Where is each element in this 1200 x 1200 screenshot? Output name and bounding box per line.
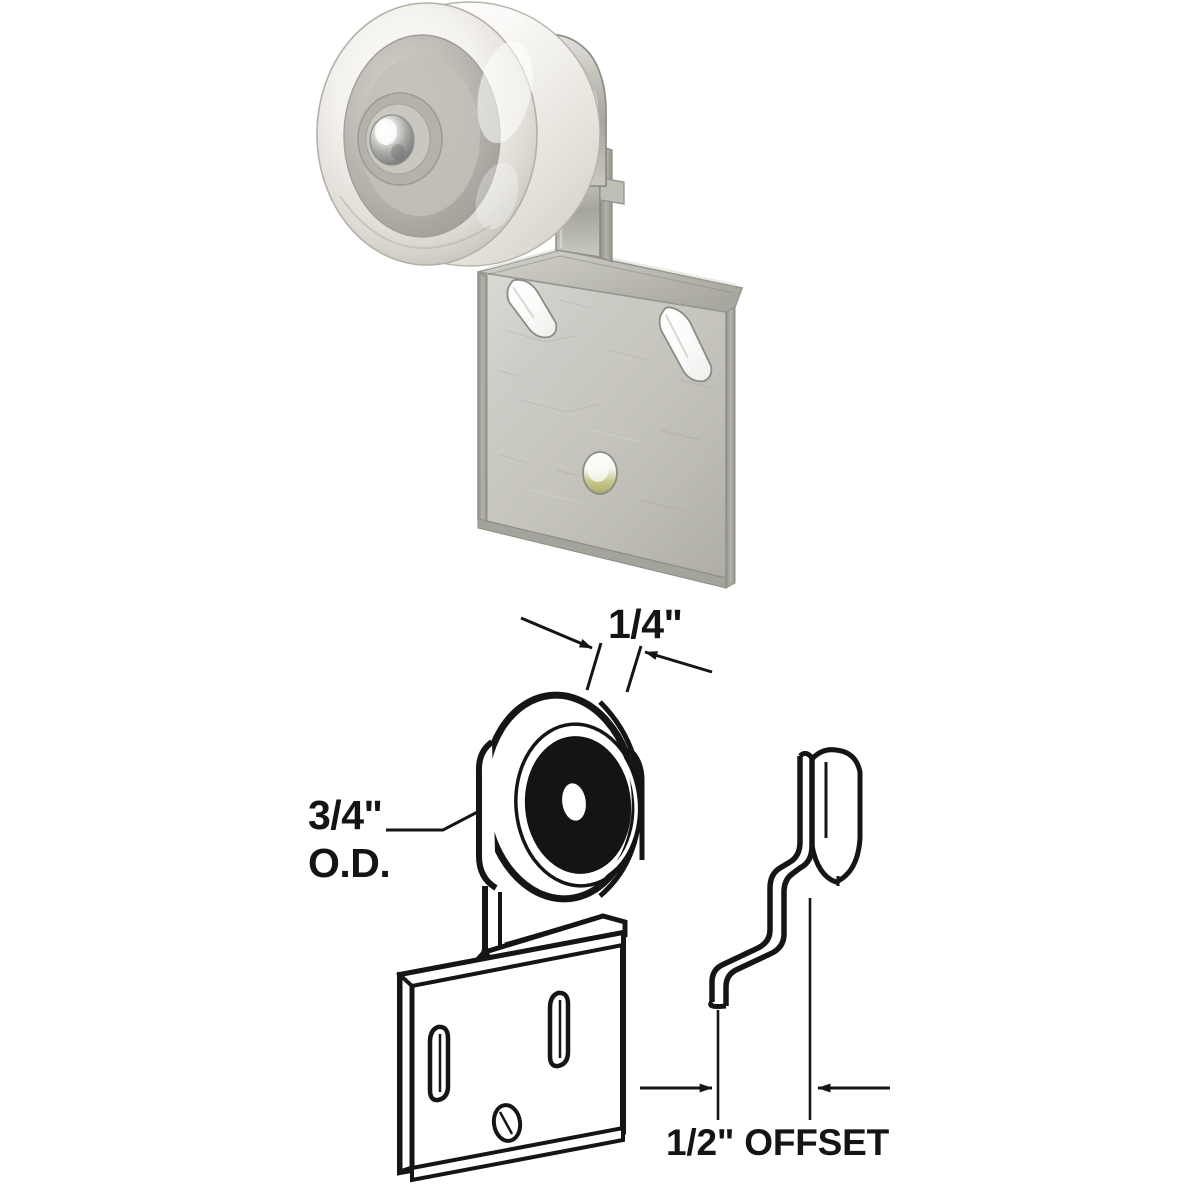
photo-plate-slot-left xyxy=(506,278,558,339)
wheel-outer-diameter-label: 3/4"O.D. xyxy=(308,792,391,886)
width-dimension-arrows xyxy=(520,616,713,693)
diagram-side-profile xyxy=(708,747,863,1009)
width-extension-line-left xyxy=(585,642,603,691)
photo-mounting-plate xyxy=(477,271,736,589)
width-arrow-right xyxy=(644,650,713,674)
width-extension-line-right xyxy=(625,645,643,693)
photo-plate-center-hole xyxy=(582,451,618,495)
diagram-plate-center-hole xyxy=(491,1103,523,1143)
width-arrow-left xyxy=(520,616,593,650)
od-abbreviation: O.D. xyxy=(308,839,391,886)
offset-dimension xyxy=(640,898,890,1120)
bracket-offset-label: 1/2" OFFSET xyxy=(666,1122,889,1163)
photo-roller-wheel xyxy=(316,1,601,267)
wheel-width-label: 1/4" xyxy=(608,601,683,647)
diagram-bracket xyxy=(395,886,628,1183)
od-leader-arrow xyxy=(386,804,490,832)
diagram-plate-slot-left xyxy=(427,1024,451,1103)
diagram-roller-wheel xyxy=(475,691,645,903)
side-profile-wheel xyxy=(809,747,863,885)
od-dimension-leader xyxy=(386,804,490,832)
photo-plate-slot-right xyxy=(658,306,713,383)
diagram-plate-slot-right xyxy=(547,990,571,1069)
side-profile-bracket-outer xyxy=(709,756,803,1002)
od-value: 3/4" xyxy=(308,792,383,838)
side-profile-bracket-inner xyxy=(723,758,815,1006)
